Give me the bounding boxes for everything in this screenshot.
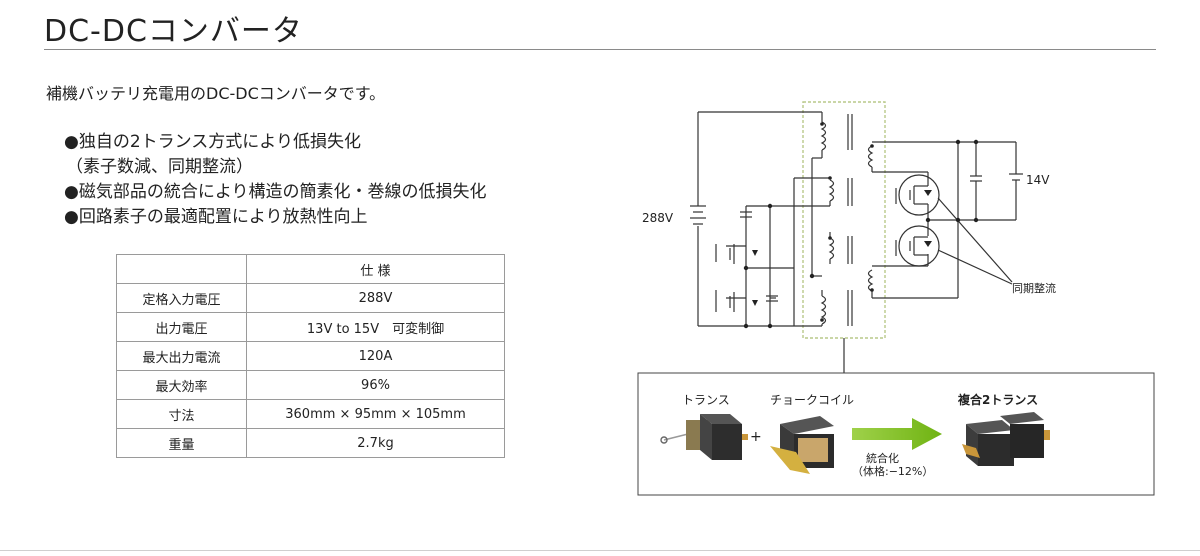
page-title: DC-DCコンバータ: [44, 14, 303, 49]
integration-label: 統合化: [866, 451, 899, 465]
sync-mosfet-circle: [898, 225, 940, 267]
output-voltage-label: 14V: [1026, 173, 1050, 187]
integration-sublabel: （体格:−12%）: [852, 464, 933, 478]
feature-item: ●回路素子の最適配置により放熱性向上: [64, 207, 368, 227]
spec-label: 出力電圧: [116, 312, 247, 342]
feature-list: ●独自の2トランス方式により低損失化 （素子数減、同期整流） ●磁気部品の統合に…: [64, 130, 487, 230]
spec-table: 仕 様 定格入力電圧 288V 出力電圧 13V to 15V 可変制御 最大出…: [116, 254, 505, 458]
feature-item: ●磁気部品の統合により構造の簡素化・巻線の低損失化: [64, 182, 487, 202]
spec-label: 重量: [116, 428, 247, 458]
spec-value: 120A: [246, 341, 505, 371]
title-divider: [44, 49, 1156, 50]
table-header-cell: 仕 様: [246, 254, 505, 284]
input-voltage-label: 288V: [642, 211, 674, 225]
feature-note: （素子数減、同期整流）: [66, 157, 253, 177]
subtitle: 補機バッテリ充電用のDC-DCコンバータです。: [46, 84, 386, 103]
composite-transformer-picture: [962, 412, 1050, 466]
integration-box: [637, 372, 1155, 496]
spec-value: 2.7kg: [246, 428, 505, 458]
spec-label: 寸法: [116, 399, 247, 429]
transformer-picture: [660, 414, 748, 460]
feature-item: ●独自の2トランス方式により低損失化: [64, 132, 361, 152]
plus-sign: +: [750, 429, 762, 445]
sync-mosfet-circle: [898, 174, 940, 216]
choke-coil-picture: [770, 416, 834, 474]
table-row: 重量 2.7kg: [116, 428, 505, 458]
transformer-label: トランス: [682, 393, 730, 407]
table-row: 最大効率 96%: [116, 370, 505, 400]
integration-arrow-icon: [852, 418, 942, 450]
composite-transformer-label: 複合2トランス: [957, 392, 1038, 407]
sync-rect-label: 同期整流: [1012, 281, 1056, 295]
dashed-component-box: [802, 101, 886, 339]
bottom-divider: [0, 550, 1200, 551]
choke-coil-label: チョークコイル: [770, 393, 854, 407]
coil-icon: [820, 121, 827, 151]
spec-label: 最大効率: [116, 370, 247, 400]
